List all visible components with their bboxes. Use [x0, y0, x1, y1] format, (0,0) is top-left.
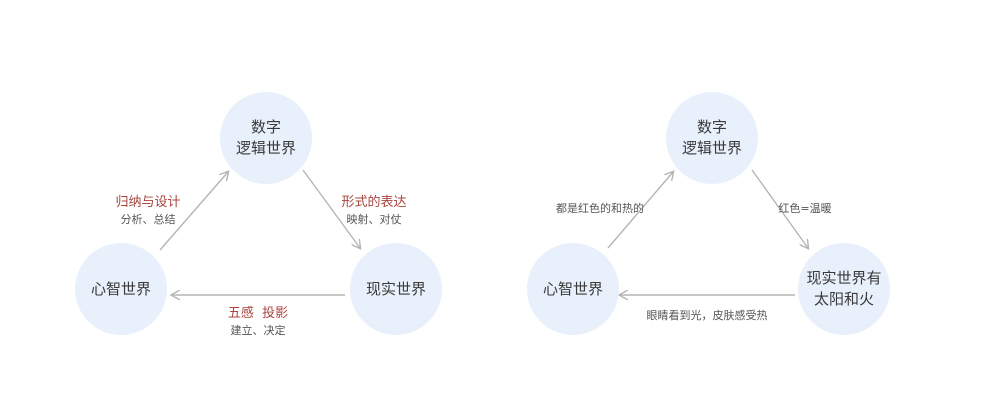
node-reality-world-right: 现实世界有 太阳和火: [798, 243, 890, 335]
node-logic-line2: 逻辑世界: [235, 139, 296, 157]
edge-label-see-light-feel-heat: 眼睛看到光，皮肤感受热: [646, 309, 768, 322]
node-reality-world-left: 现实世界: [350, 243, 442, 335]
edge-label-expression-title: 形式的表达: [341, 195, 407, 210]
arrow-logic-to-reality-left: [302, 169, 360, 248]
node-mind-label: 心智世界: [542, 279, 603, 298]
edge-label-senses-subtitle: 建立、决定: [230, 324, 286, 337]
arrow-logic-to-reality-right: [751, 169, 808, 248]
edge-label-induction-title: 归纳与设计: [115, 195, 181, 210]
edge-label-senses-title: 五感 投影: [227, 306, 289, 321]
node-logic-world-left: 数字 逻辑世界: [220, 92, 312, 184]
node-logic-line1: 数字: [696, 118, 727, 136]
node-reality-label: 现实世界: [365, 279, 426, 298]
edge-label-expression-subtitle: 映射、对仗: [346, 213, 402, 226]
edge-label-red-and-hot: 都是红色的和热的: [556, 202, 644, 215]
arrow-mind-to-logic-left: [159, 172, 228, 251]
node-mind-world-right: 心智世界: [527, 243, 619, 335]
node-reality-line2: 太阳和火: [813, 290, 874, 308]
edge-label-induction-subtitle: 分析、总结: [120, 213, 176, 226]
node-mind-label: 心智世界: [90, 279, 151, 298]
node-reality-line1: 现实世界有: [806, 269, 882, 287]
node-mind-world-left: 心智世界: [75, 243, 167, 335]
arrow-mind-to-logic-right: [607, 172, 673, 249]
node-logic-world-right: 数字 逻辑世界: [666, 92, 758, 184]
node-logic-line1: 数字: [250, 118, 281, 136]
edge-label-red-equals-warm: 红色=温暖: [778, 202, 832, 215]
node-logic-line2: 逻辑世界: [681, 139, 742, 157]
